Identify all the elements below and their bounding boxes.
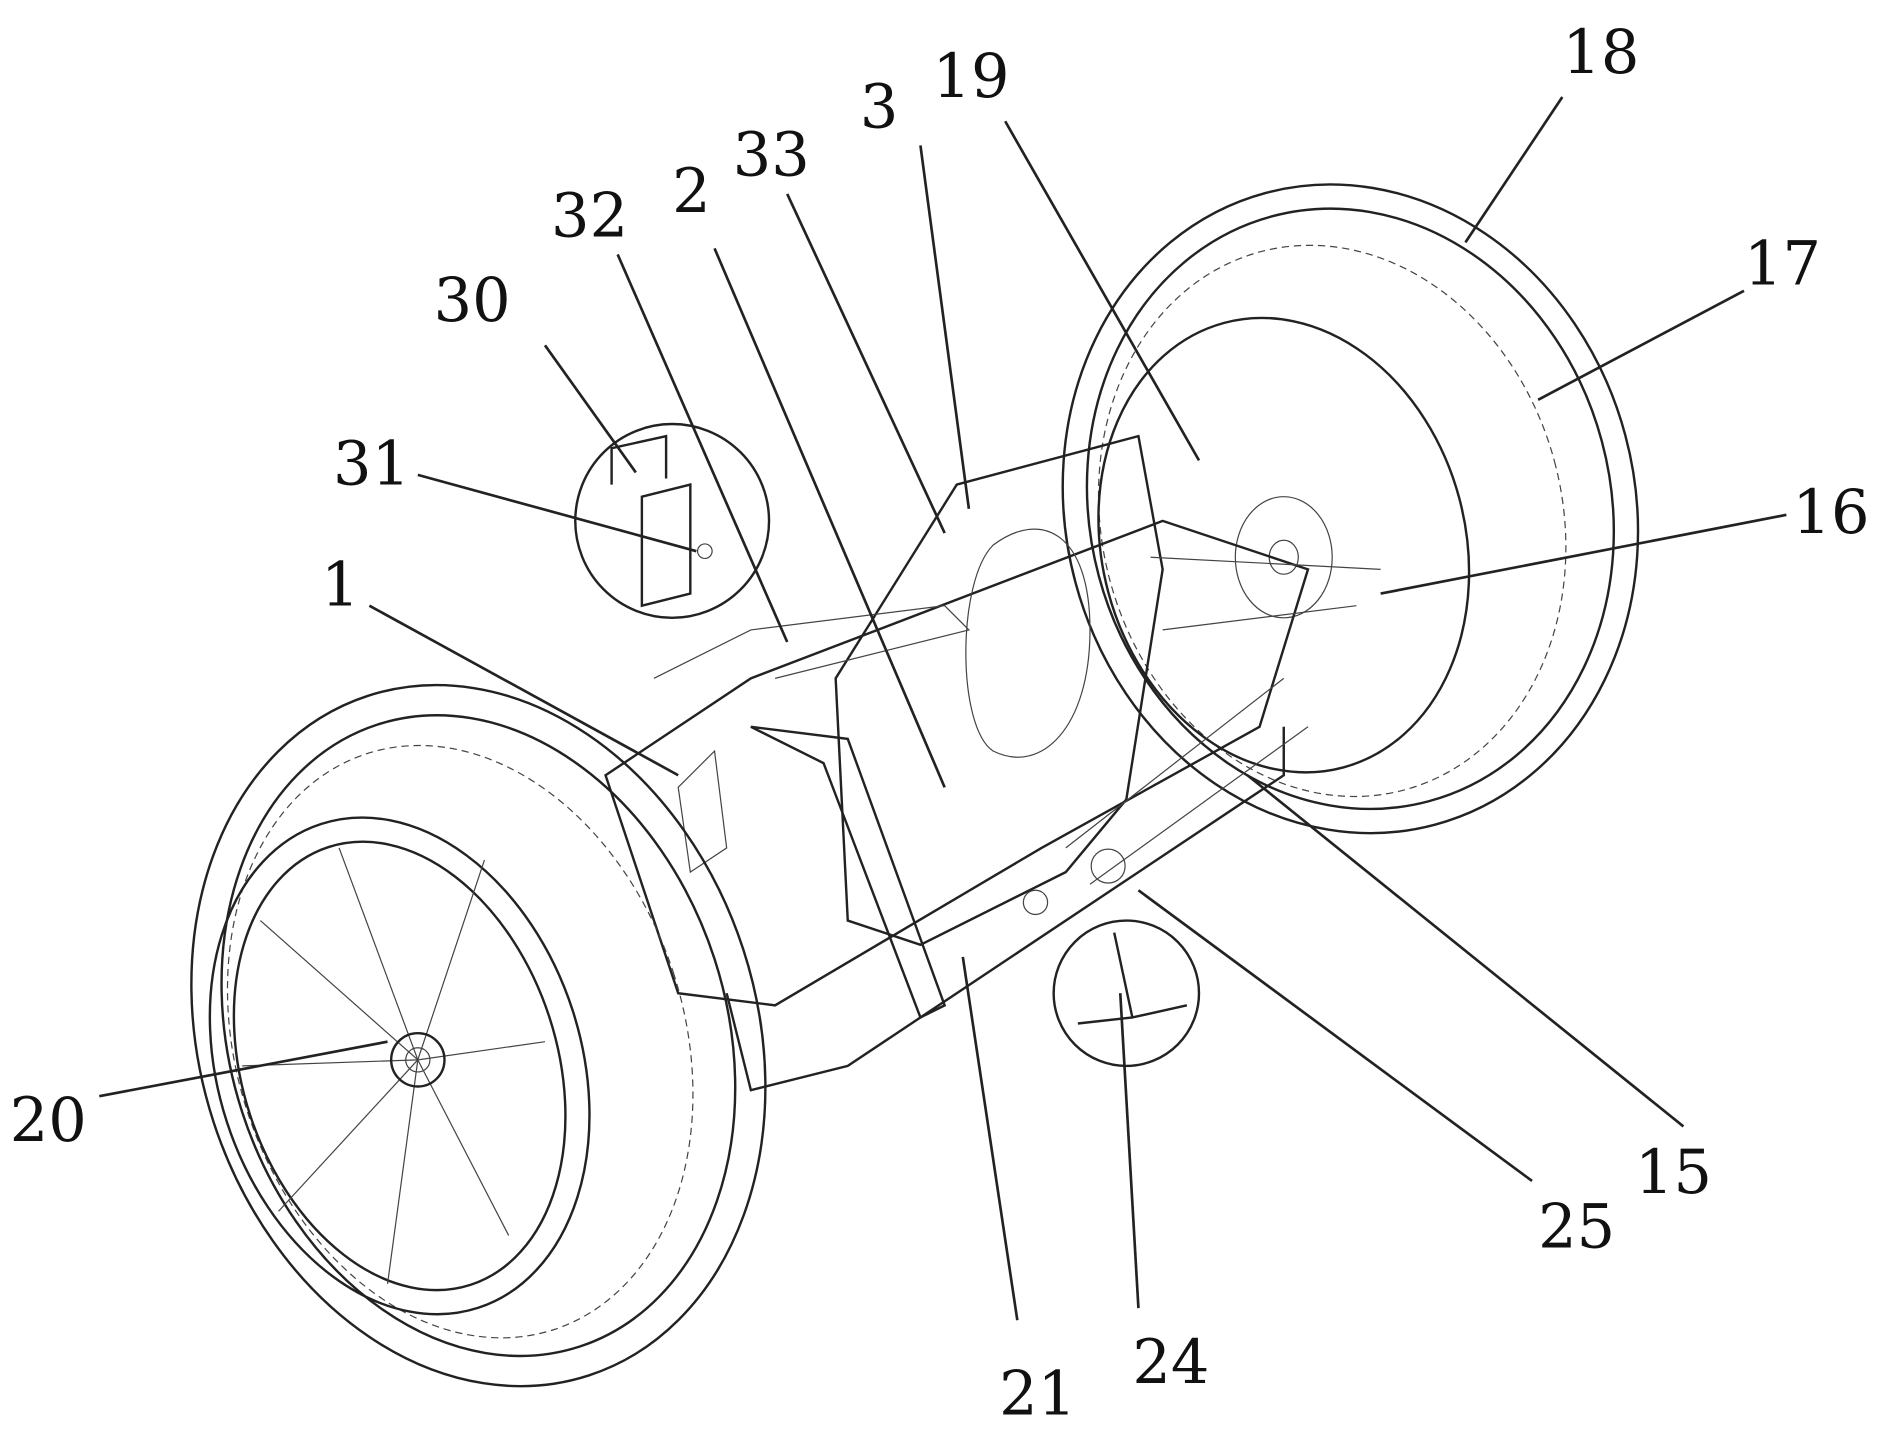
axle-housing [606, 436, 1381, 1090]
label-32: 32 [551, 181, 628, 251]
detail-inset-30-31 [575, 424, 769, 618]
label-20: 20 [10, 1086, 87, 1156]
label-19: 19 [933, 42, 1010, 112]
label-17: 17 [1744, 230, 1821, 300]
label-18: 18 [1562, 18, 1639, 88]
label-3: 3 [860, 72, 899, 142]
label-1: 1 [321, 551, 360, 621]
label-24: 24 [1132, 1328, 1209, 1398]
right-wheel [991, 119, 1710, 898]
label-16: 16 [1792, 478, 1869, 548]
label-33: 33 [733, 121, 810, 191]
label-15: 15 [1635, 1138, 1712, 1208]
label-30: 30 [434, 266, 511, 336]
label-25: 25 [1538, 1193, 1615, 1263]
left-wheel [103, 610, 854, 1433]
leader-lines [99, 97, 1786, 1320]
label-31: 31 [333, 430, 410, 500]
label-21: 21 [999, 1360, 1076, 1430]
label-2: 2 [672, 157, 711, 227]
detail-inset-24 [1054, 921, 1199, 1066]
